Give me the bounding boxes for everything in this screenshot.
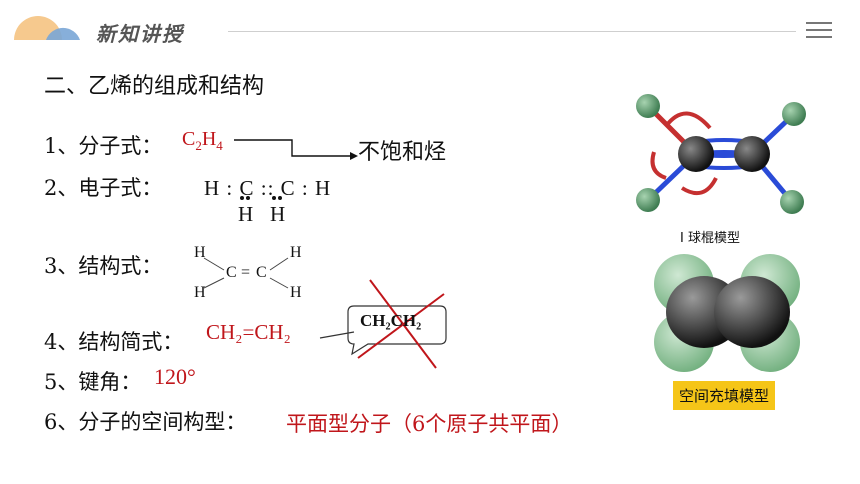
arrow-to-unsaturated <box>234 139 358 160</box>
item-2-label: 2、电子式： <box>44 176 163 200</box>
header-title: 新知讲授 <box>96 22 184 46</box>
sf-c2: C <box>256 264 267 281</box>
electron-formula-row1: H : C :: C : H <box>204 176 332 200</box>
structural-formula <box>203 257 289 289</box>
ball-stick-caption: I 球棍模型 <box>680 231 740 246</box>
ball-stick-model-image <box>636 94 806 214</box>
bond-angle-value: 120° <box>154 364 196 389</box>
header-divider <box>228 31 796 32</box>
header-logo <box>14 16 80 40</box>
sf-h4: H <box>290 284 302 301</box>
sf-h3: H <box>290 244 302 261</box>
sf-h2: H <box>194 284 206 301</box>
item-5-label: 5、键角： <box>44 370 142 394</box>
molecular-formula: C2H4 <box>182 128 223 153</box>
unsaturated-note: 不饱和烃 <box>358 140 447 165</box>
item-6-label: 6、分子的空间构型： <box>44 410 247 434</box>
electron-formula-h-left: H <box>238 202 254 226</box>
electron-dots <box>236 196 306 206</box>
spatial-config-value: 平面型分子（6个原子共平面） <box>286 412 573 436</box>
menu-icon[interactable] <box>806 22 832 40</box>
space-fill-caption: 空间充填模型 <box>673 381 776 410</box>
item-3-label: 3、结构式： <box>44 254 163 278</box>
item-1-label: 1、分子式： <box>44 134 163 158</box>
condensed-formula: CH₂=CH₂ <box>206 320 291 344</box>
sf-double-bond: = <box>241 264 251 281</box>
sf-c1: C <box>226 264 237 281</box>
wrong-formula-callout <box>319 279 447 369</box>
sf-h1: H <box>194 244 206 261</box>
space-fill-model-image <box>654 254 800 372</box>
wrong-formula-text: CH₂CH₂ <box>360 311 422 330</box>
item-4-label: 4、结构简式： <box>44 330 184 354</box>
section-title: 二、乙烯的组成和结构 <box>44 74 265 99</box>
electron-formula-h-right: H <box>270 202 286 226</box>
